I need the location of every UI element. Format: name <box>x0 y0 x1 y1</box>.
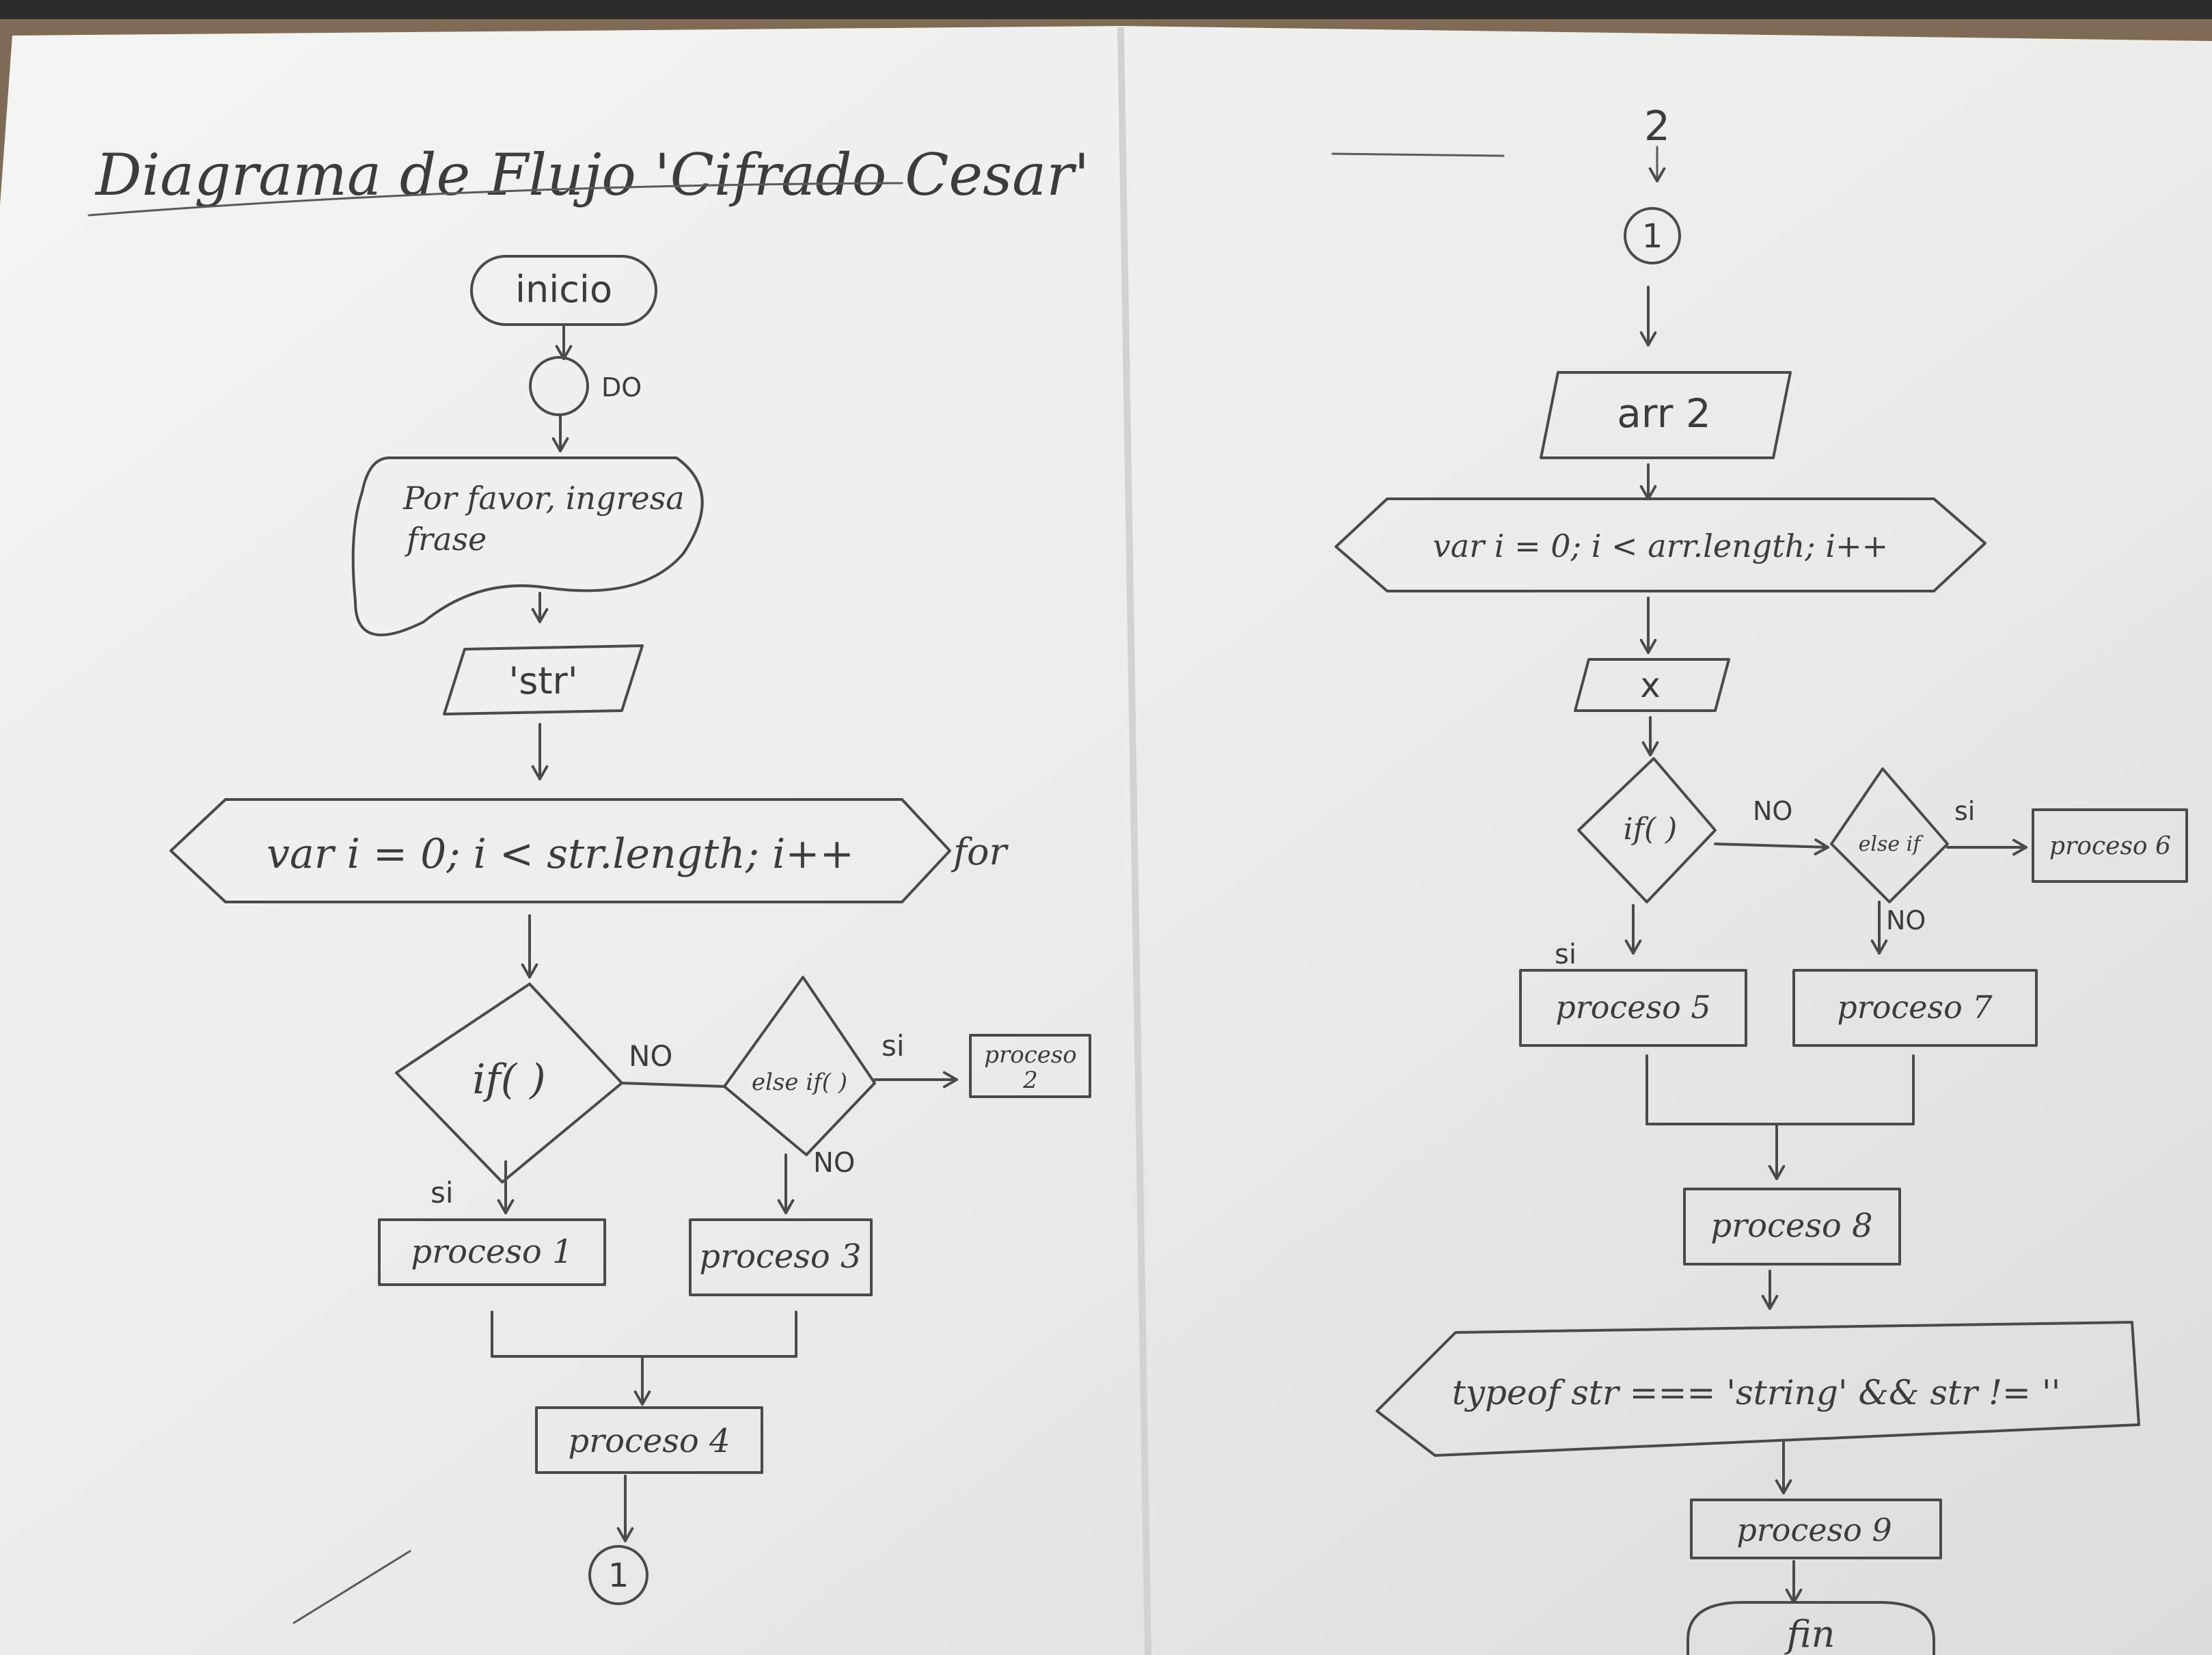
if-diamond <box>395 983 623 1184</box>
right-top-mark: 2 <box>1644 102 1670 150</box>
if-no-label: NO <box>629 1039 672 1073</box>
laptop-edge <box>0 0 2212 19</box>
if-si-label: si <box>431 1176 454 1209</box>
left-connector-1 <box>588 1545 648 1605</box>
process-9 <box>1690 1499 1942 1559</box>
left-page-flow: inicio DO Por favor, ingresa frase 'str'… <box>169 255 1091 1624</box>
for-tag: for <box>951 830 1009 873</box>
for-loop-hexagon <box>169 798 951 903</box>
process-7-label: proceso 7 <box>1837 989 1993 1026</box>
elseif-si-label-right: si <box>1954 796 1975 826</box>
process-2-label-line1: proceso <box>984 1041 1077 1069</box>
paper-sheet <box>0 26 2212 1655</box>
right-connector-1 <box>1624 207 1681 264</box>
process-8-label: proceso 8 <box>1710 1207 1872 1245</box>
process-5-label: proceso 5 <box>1555 989 1710 1026</box>
process-2 <box>969 1034 1091 1098</box>
if-label: if( ) <box>472 1056 545 1104</box>
input-x-label: x <box>1640 666 1661 705</box>
elseif-no-label-right: NO <box>1886 905 1926 935</box>
do-connector <box>529 356 589 416</box>
process-1 <box>378 1218 606 1286</box>
for-loop-label: var i = 0; i < str.length; i++ <box>267 830 854 878</box>
start-terminal <box>470 255 657 326</box>
process-9-label: proceso 9 <box>1736 1512 1892 1548</box>
if-diamond-right <box>1577 757 1717 903</box>
prompt-text-line1: Por favor, ingresa <box>402 480 685 517</box>
process-7 <box>1792 969 2038 1047</box>
process-4 <box>535 1406 763 1474</box>
elseif-label-right: else if <box>1859 832 1924 856</box>
end-label: fin <box>1784 1613 1835 1655</box>
typeof-label: typeof str === 'string' && str != '' <box>1452 1373 2061 1412</box>
process-6-label: proceso 6 <box>2049 832 2171 860</box>
elseif-diamond-right <box>1830 767 1949 903</box>
process-3-label: proceso 3 <box>699 1237 861 1276</box>
typeof-check <box>1376 1321 2140 1457</box>
elseif-diamond <box>723 976 876 1156</box>
process-5 <box>1519 969 1747 1047</box>
start-label: inicio <box>515 268 612 311</box>
prompt-display <box>351 456 704 637</box>
elseif-si-label: si <box>882 1029 905 1063</box>
left-connector-1-label: 1 <box>608 1557 629 1595</box>
input-str <box>443 644 644 715</box>
process-8 <box>1683 1188 1901 1266</box>
do-label: DO <box>601 372 642 402</box>
input-x <box>1574 658 1730 712</box>
process-6 <box>2032 808 2188 883</box>
if-label-right: if( ) <box>1624 812 1678 847</box>
prompt-text-line2: frase <box>405 521 487 558</box>
if-si-label-right: si <box>1555 939 1576 970</box>
title-underline <box>87 182 903 217</box>
right-connector-1-label: 1 <box>1642 217 1663 256</box>
end-terminal <box>1687 1601 1935 1655</box>
input-arr <box>1540 371 1792 459</box>
right-page-flow: 2 1 arr 2 var i = 0; i < arr.length; i++… <box>1331 102 2188 1655</box>
paper-fold <box>1117 27 1151 1655</box>
diagram-title: Diagrama de Flujo 'Cifrado Cesar' <box>94 141 1090 208</box>
process-2-label-line2: 2 <box>1022 1067 1038 1094</box>
elseif-no-label: NO <box>813 1147 855 1179</box>
input-str-label: 'str' <box>508 659 577 702</box>
for-loop-label-right: var i = 0; i < arr.length; i++ <box>1433 528 1888 564</box>
elseif-label: else if( ) <box>752 1069 847 1096</box>
for-loop-hexagon-right <box>1335 497 1986 592</box>
process-1-label: proceso 1 <box>411 1233 573 1271</box>
process-3 <box>689 1218 873 1296</box>
input-arr-label: arr 2 <box>1617 390 1711 437</box>
process-4-label: proceso 4 <box>568 1422 730 1460</box>
if-no-label-right: NO <box>1753 796 1792 826</box>
